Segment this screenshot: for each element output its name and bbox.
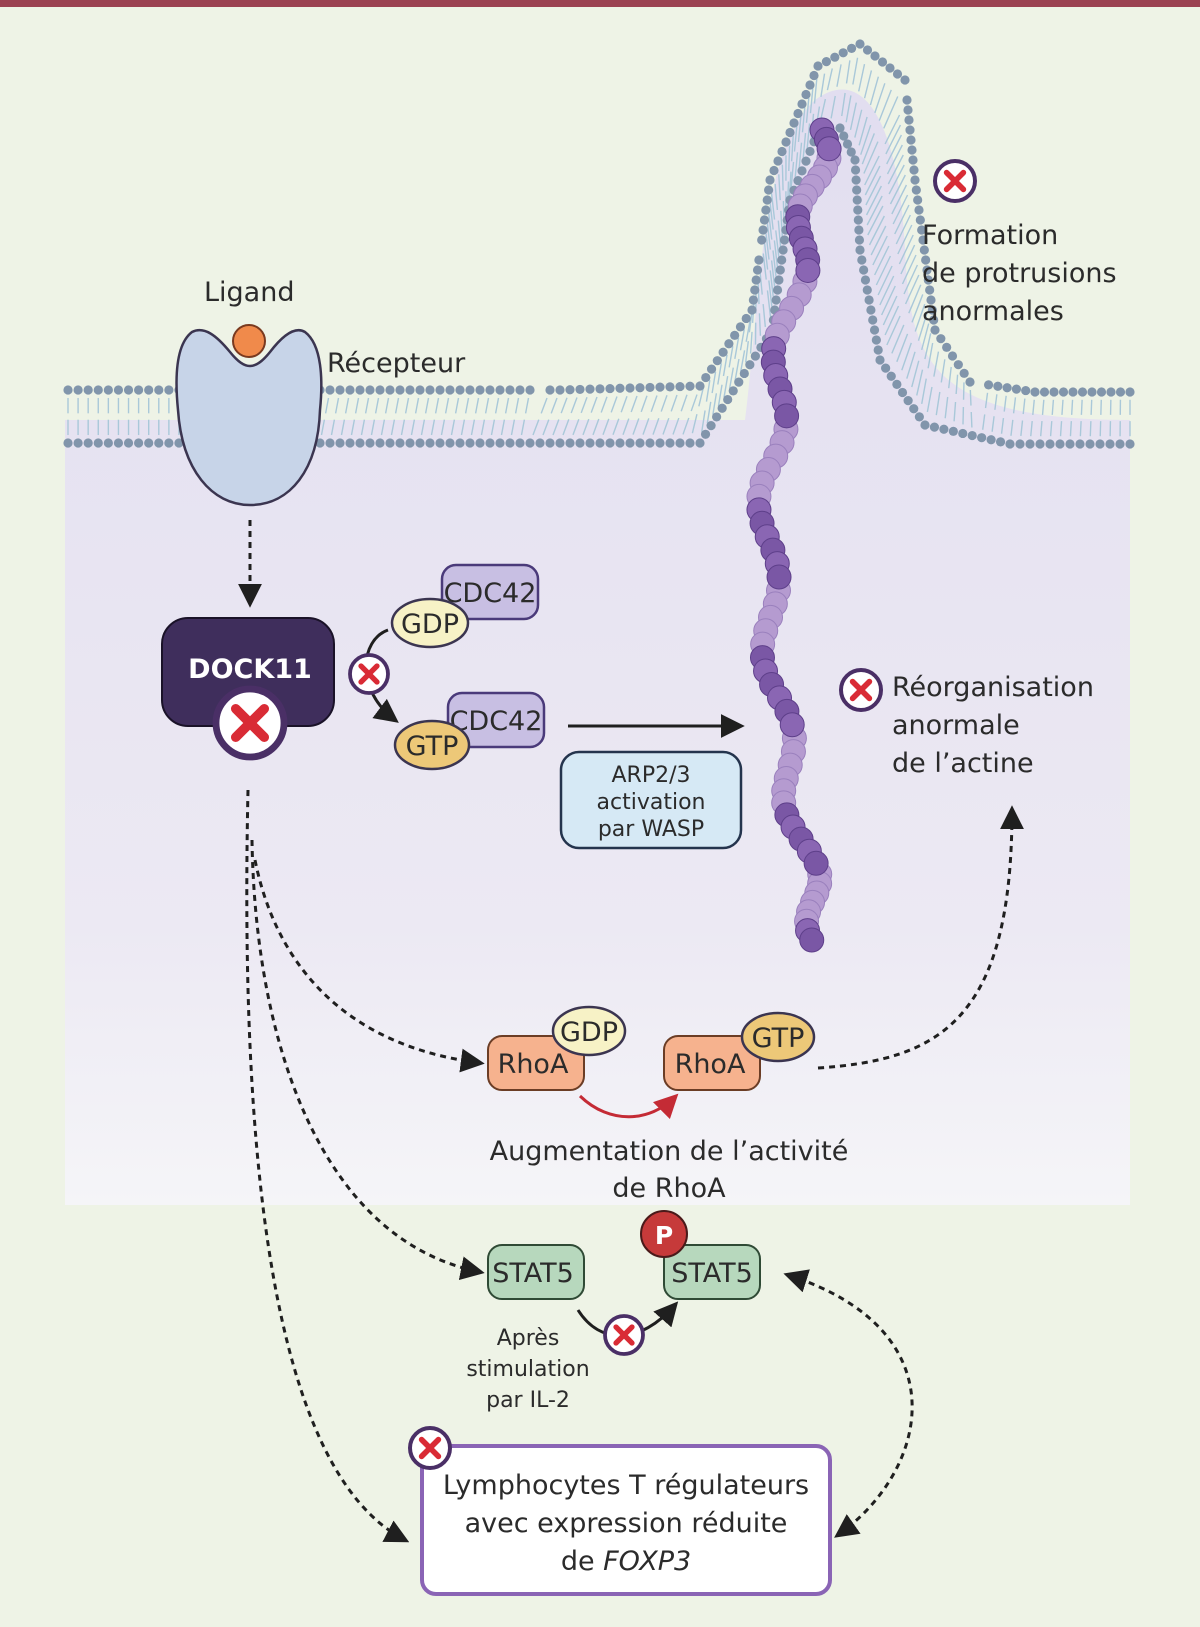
- ligand-label: Ligand: [204, 277, 294, 308]
- treg-box: Lymphocytes T régulateurs avec expressio…: [422, 1446, 830, 1594]
- il2-line2: stimulation: [466, 1357, 589, 1382]
- cdc42-inactive-label: CDC42: [444, 578, 537, 609]
- stat5-node: STAT5: [488, 1245, 584, 1299]
- receptor-label: Récepteur: [327, 348, 466, 379]
- il2-line1: Après: [497, 1326, 560, 1351]
- arp23-line3: par WASP: [598, 817, 704, 842]
- actin-label-line3: de l’actine: [892, 748, 1034, 779]
- gdp-cdc42-label: GDP: [401, 609, 459, 640]
- stat5-phospho-label: STAT5: [671, 1258, 753, 1289]
- gtp-rhoa-label: GTP: [752, 1023, 805, 1054]
- gdp-rhoa-label: GDP: [560, 1017, 618, 1048]
- treg-line3-prefix: de: [561, 1546, 603, 1577]
- protrusion-label-line2: de protrusions: [922, 258, 1117, 289]
- stat5-label: STAT5: [492, 1258, 574, 1289]
- arp23-line2: activation: [597, 790, 706, 815]
- protrusion-label-line3: anormales: [922, 296, 1064, 327]
- treg-line2: avec expression réduite: [465, 1508, 788, 1539]
- rhoa-inactive-label: RhoA: [498, 1049, 569, 1080]
- arp23-line1: ARP2/3: [611, 763, 690, 788]
- ligand-icon: [233, 325, 265, 357]
- top-band: [0, 0, 1200, 7]
- treg-line3-gene: FOXP3: [603, 1546, 691, 1577]
- treg-inhibition-x-icon: [410, 1428, 450, 1468]
- phosphate-label: P: [655, 1221, 673, 1250]
- rhoa-activity-line1: Augmentation de l’activité: [490, 1136, 849, 1167]
- treg-line3: de FOXP3: [561, 1546, 691, 1577]
- gtp-cdc42-label: GTP: [406, 731, 459, 762]
- il2-line3: par IL-2: [486, 1388, 570, 1413]
- protrusion-inhibition-x-icon: [935, 161, 975, 201]
- dock11-deficiency-x-icon: [216, 689, 284, 757]
- actin-inhibition-x-icon: [841, 670, 881, 710]
- dock11-label: DOCK11: [188, 654, 312, 685]
- stat5-phospho-node: STAT5 P: [641, 1211, 760, 1299]
- stat5-phosphorylation-inhibition-x-icon: [605, 1316, 643, 1354]
- cdc42-activation-inhibition-x-icon: [350, 655, 388, 693]
- treg-line1: Lymphocytes T régulateurs: [443, 1470, 809, 1501]
- rhoa-active-label: RhoA: [675, 1049, 746, 1080]
- protrusion-label-line1: Formation: [922, 220, 1058, 251]
- actin-label-line1: Réorganisation: [892, 672, 1094, 703]
- arp23-box: ARP2/3 activation par WASP: [561, 752, 741, 848]
- rhoa-activity-line2: de RhoA: [612, 1173, 726, 1204]
- actin-label-line2: anormale: [892, 710, 1020, 741]
